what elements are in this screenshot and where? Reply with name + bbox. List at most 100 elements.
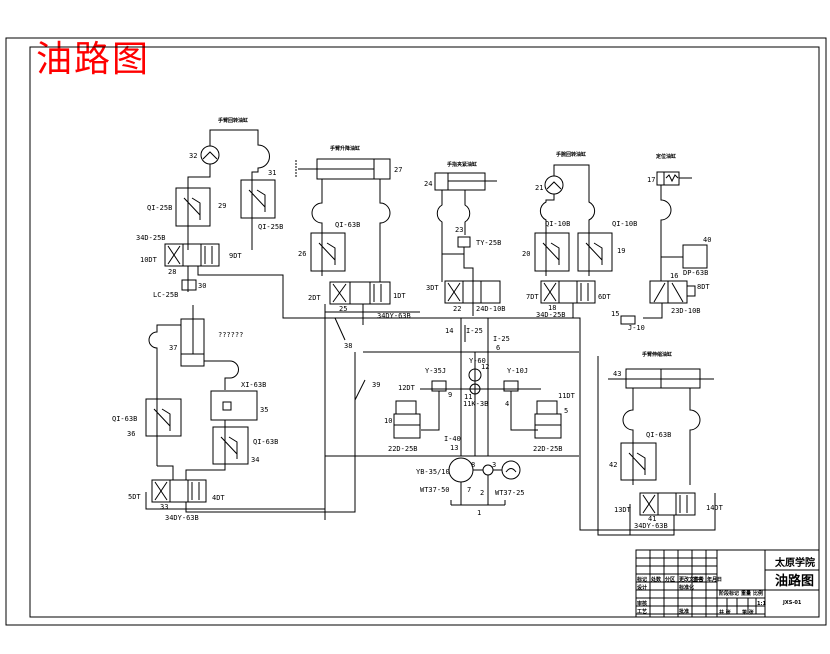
label-6: 6 (496, 344, 500, 352)
label-30: 30 (198, 282, 206, 290)
label-12: 12 (481, 363, 489, 371)
label-36: 36 (127, 430, 135, 438)
label-38: 38 (344, 342, 352, 350)
label-lc25b: LC-25B (153, 291, 178, 299)
label-41: 41 (648, 515, 656, 523)
label-11: 11 (464, 393, 472, 401)
label-8dt: 8DT (697, 283, 710, 291)
label-lift-cyl: 手臂升降油缸 (330, 145, 360, 152)
label-31: 31 (268, 169, 276, 177)
label-qi63b-d: QI-63B (646, 431, 671, 439)
throttle-valve-42 (620, 442, 657, 481)
label-qi10b-a: QI-10B (545, 220, 570, 228)
school-name: 太原学院 (774, 556, 815, 569)
label-4dt: 4DT (212, 494, 225, 502)
label-21: 21 (535, 184, 543, 192)
pressure-gauge-12 (468, 368, 482, 382)
label-35: 35 (260, 406, 268, 414)
directional-valve-16 (649, 280, 688, 304)
label-ty25b: TY-25B (476, 239, 501, 247)
col-change-doc: 更改文件号 (679, 576, 704, 583)
label-y60: Y-60 (469, 357, 486, 365)
directional-valve-25 (329, 281, 391, 305)
electric-motor (501, 460, 521, 480)
directional-valve-33 (151, 479, 207, 503)
label-40: 40 (703, 236, 711, 244)
label-42: 42 (609, 461, 617, 469)
label-23: 23 (455, 226, 463, 234)
label-19: 19 (617, 247, 625, 255)
solenoid-11dt-box (536, 400, 558, 415)
label-3: 3 (492, 461, 496, 469)
label-34dy63b-b: 34DY-63B (165, 514, 199, 522)
weight-label: 重量 (741, 590, 751, 597)
label-y35j: Y-35J (425, 367, 446, 375)
label-22d25b-a: 22D-25B (388, 445, 418, 453)
cylinder-17 (656, 171, 680, 186)
label-extend-cyl: 手臂伸缩油缸 (642, 351, 672, 358)
label-qi10b-b: QI-10B (612, 220, 637, 228)
label-12dt: 12DT (398, 384, 416, 392)
throttle-valve-26 (310, 232, 346, 272)
label-qi63b-b: QI-63B (112, 415, 137, 423)
label-rotate-cyl: 手臂回转油缸 (218, 117, 248, 124)
label-22: 22 (453, 305, 461, 313)
pump-8 (448, 457, 474, 483)
label-qi63b-a: QI-63B (335, 221, 360, 229)
label-29: 29 (218, 202, 226, 210)
label-qi63b-c: QI-63B (253, 438, 278, 446)
col-sign: 签名 (692, 576, 703, 583)
label-1dt: 1DT (393, 292, 406, 300)
label-14dt: 14DT (706, 504, 724, 512)
label-23d10b: 23D-10B (671, 307, 701, 315)
label-34d25b-a: 34D-25B (136, 234, 166, 242)
label-25: 25 (339, 305, 347, 313)
label-9dt: 9DT (229, 252, 242, 260)
sheet-number: 第 张 (742, 609, 755, 616)
relief-valve-35 (210, 390, 258, 421)
label-11dt: 11DT (558, 392, 576, 400)
valve-10 (393, 413, 421, 439)
label-wt25: WT37-25 (495, 489, 525, 497)
std-label: 标准化 (678, 584, 694, 591)
row-mark: 标记 (636, 576, 647, 583)
label-i40: I-40 (444, 435, 461, 443)
label-locate-cyl: 定位油缸 (655, 153, 676, 160)
label-32: 32 (189, 152, 197, 160)
row-design: 设计 (637, 584, 647, 591)
pressure-switch-40 (682, 244, 708, 269)
throttle-valve-19 (577, 232, 613, 272)
label-13: 13 (450, 444, 458, 452)
label-qi25b-b: QI-25B (258, 223, 283, 231)
label-qi25b-a: QI-25B (147, 204, 172, 212)
label-pump: YB-35/10 (416, 468, 450, 476)
label-unknown-cyl: ?????? (218, 331, 243, 339)
pressure-relay-15 (620, 315, 636, 325)
label-i25-a: I-25 (466, 327, 483, 335)
label-18: 18 (548, 304, 556, 312)
directional-valve-22 (444, 280, 501, 304)
label-34: 34 (251, 456, 259, 464)
label-2dt: 2DT (308, 294, 321, 302)
throttle-valve-29 (175, 187, 211, 227)
label-34dy63b-a: 34DY-63B (377, 312, 411, 320)
col-date: 年月日 (707, 576, 722, 583)
label-34dy63b-c: 34DY-63B (634, 522, 668, 530)
check-valve-30 (181, 279, 197, 291)
throttle-valve-20 (534, 232, 570, 272)
label-16: 16 (670, 272, 678, 280)
drawing-name: 油路图 (775, 573, 814, 589)
label-10dt: 10DT (140, 256, 158, 264)
approve-label: 批准 (679, 608, 689, 615)
label-wrist-cyl: 手腕回转油缸 (556, 151, 586, 158)
directional-valve-28 (164, 243, 220, 267)
col-zone: 分区 (665, 576, 675, 583)
label-39: 39 (372, 381, 380, 389)
label-33: 33 (160, 503, 168, 511)
label-xi63b: XI-63B (241, 381, 266, 389)
row-process: 工艺 (637, 608, 647, 615)
label-20: 20 (522, 250, 530, 258)
row-review: 审核 (637, 600, 647, 607)
label-43: 43 (613, 370, 621, 378)
